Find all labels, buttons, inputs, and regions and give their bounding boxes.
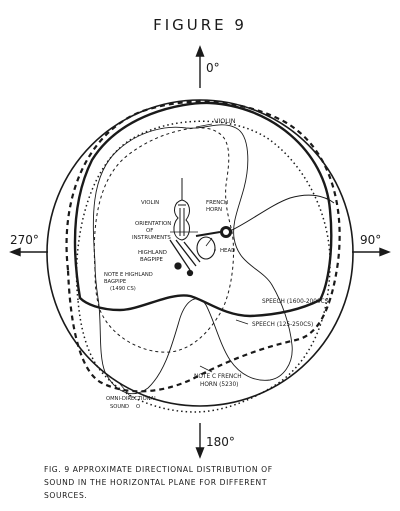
direction-label-270: 270° xyxy=(10,233,39,247)
curve-note-c-french-horn xyxy=(75,120,331,413)
label-note-e-line2: BAGPIPE xyxy=(104,279,126,285)
label-note-c-line2: HORN (5230) xyxy=(200,382,238,388)
arrow-270-head xyxy=(9,247,21,257)
arrow-0-head xyxy=(195,45,205,57)
figure-caption: FIG. 9 APPROXIMATE DIRECTIONAL DISTRIBUT… xyxy=(44,463,384,502)
direction-label-0: 0° xyxy=(206,61,220,75)
curve-horn-beam xyxy=(227,194,335,233)
label-head: HEAD xyxy=(220,248,235,254)
orientation-arrow xyxy=(170,231,213,247)
label-orientation-line1: ORIENTATION xyxy=(135,221,171,227)
curve-speech-125-250 xyxy=(65,100,341,393)
direction-label-180: 180° xyxy=(206,435,235,449)
label-omni-line2: SOUND xyxy=(110,404,129,410)
curve-note-e-bagpipe xyxy=(93,127,235,353)
bagpipe-source-icon xyxy=(169,239,201,277)
violin-source-icon xyxy=(173,178,190,241)
omni-directional-circle xyxy=(46,99,354,407)
label-bagpipe-line2: BAGPIPE xyxy=(140,257,164,263)
label-speech-1600-2000: SPEECH (1600-2000CS) xyxy=(262,299,331,305)
label-violin-curve: VIOLIN xyxy=(214,117,236,125)
figure-title: FIGURE 9 xyxy=(153,16,247,34)
caption-line-3: SOURCES. xyxy=(44,491,88,500)
direction-label-90: 90° xyxy=(360,233,381,247)
label-omni-line1: OMNI-DIRECTIONAL xyxy=(106,396,157,402)
arrow-90-head xyxy=(379,247,391,257)
label-bagpipe-line1: HIGHLAND xyxy=(138,250,167,256)
caption-line-1: FIG. 9 APPROXIMATE DIRECTIONAL DISTRIBUT… xyxy=(44,465,273,474)
label-french-horn-line1: FRENCH xyxy=(206,200,228,206)
label-violin-source: VIOLIN xyxy=(141,200,159,206)
caption-line-2: SOUND IN THE HORIZONTAL PLANE FOR DIFFER… xyxy=(44,478,268,487)
label-french-horn-line2: HORN xyxy=(206,207,222,213)
label-orientation-line3: INSTRUMENTS xyxy=(132,235,171,241)
arrow-180-head xyxy=(195,447,205,459)
head-source-icon xyxy=(196,236,216,260)
french-horn-source-icon xyxy=(195,226,232,238)
label-note-c-line1: NOTE C FRENCH xyxy=(194,374,242,380)
label-note-e-line1: NOTE E HIGHLAND xyxy=(104,272,153,278)
label-speech-125-250: SPEECH (125-250CS) xyxy=(252,322,313,328)
curve-violin xyxy=(92,124,293,394)
label-orientation-line2: OF xyxy=(146,228,153,234)
label-note-e-line3: (1490 CS) xyxy=(110,286,136,292)
label-omni-suffix: O xyxy=(136,404,140,410)
